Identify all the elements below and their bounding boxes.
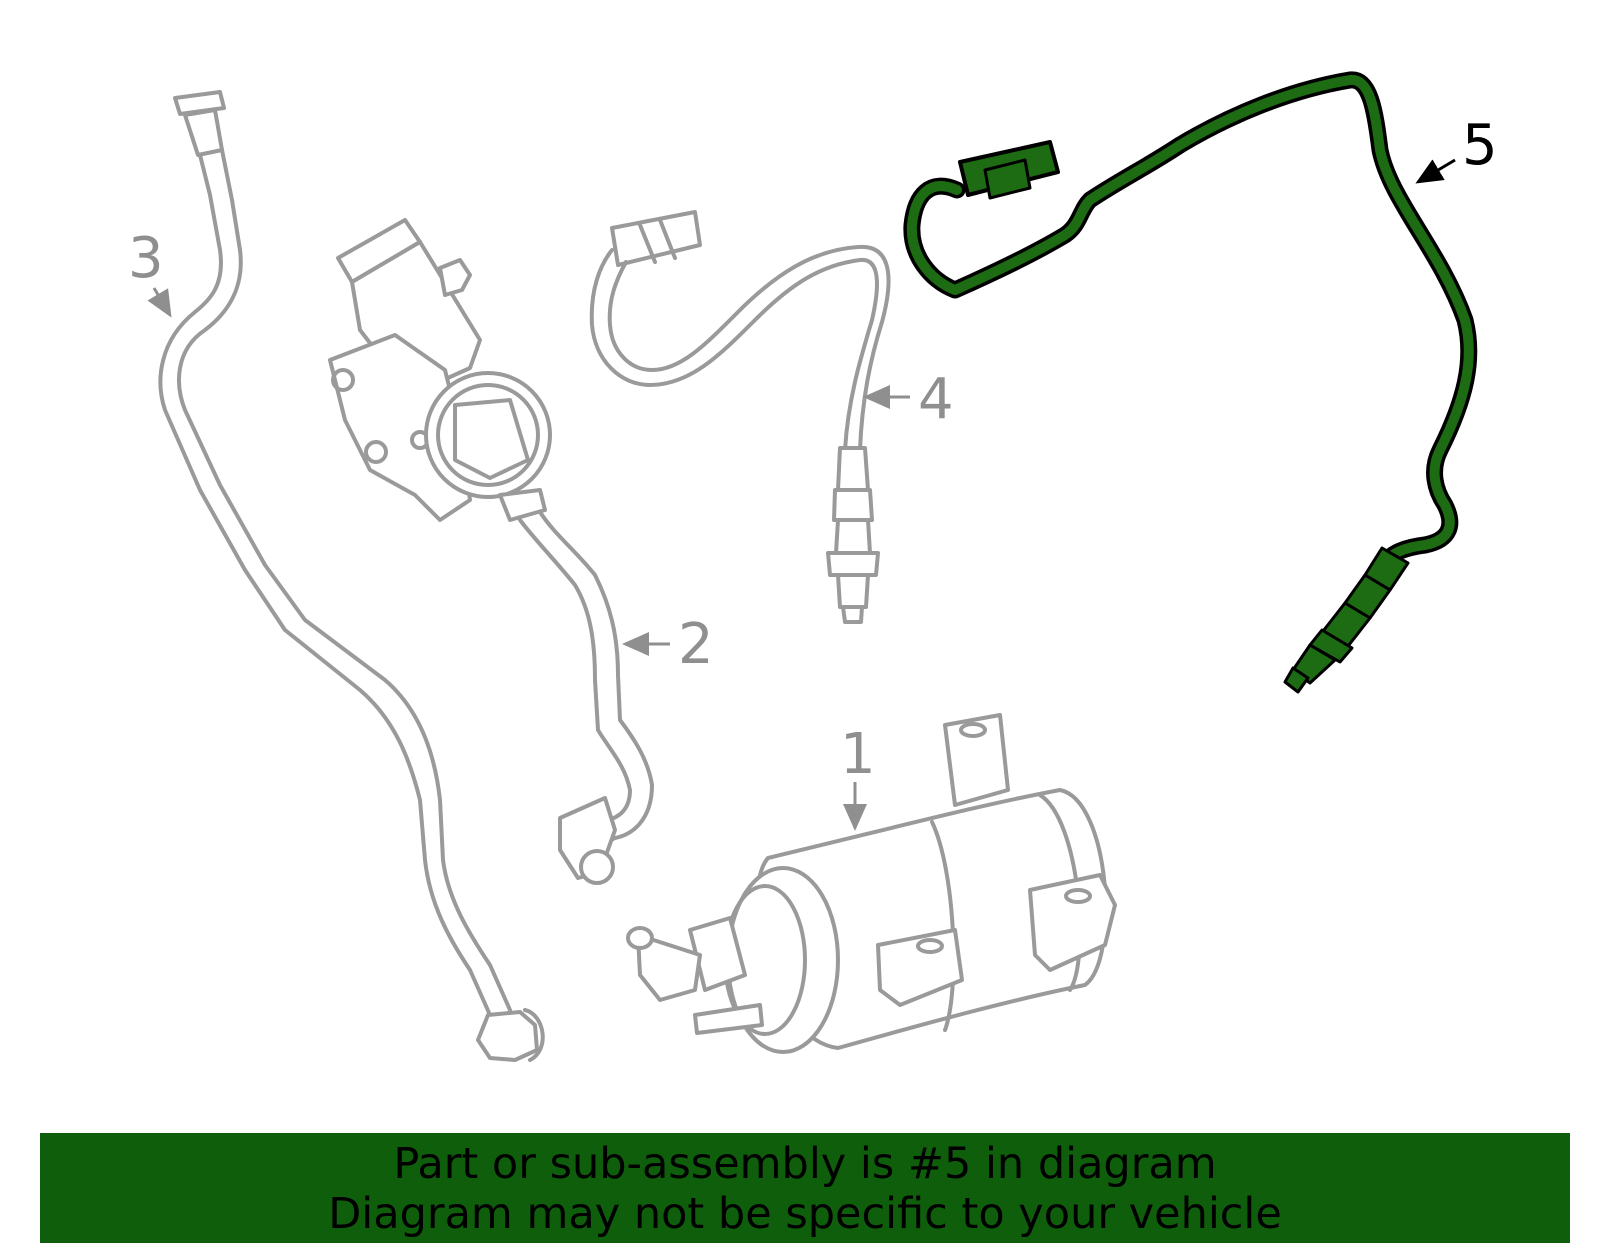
banner-line-2: Diagram may not be specific to your vehi… xyxy=(328,1189,1282,1239)
callout-number-3: 3 xyxy=(128,226,164,291)
info-banner: Part or sub-assembly is #5 in diagram Di… xyxy=(40,1133,1570,1243)
callout-number-2: 2 xyxy=(678,612,714,677)
part-4-oxygen-sensor xyxy=(589,210,891,624)
part-2-purge-valve xyxy=(328,218,654,885)
part-1-canister xyxy=(626,713,1117,1054)
part-3-vent-hose xyxy=(158,90,545,1062)
callout-3-arrow xyxy=(147,287,172,318)
part-5-oxygen-sensor-highlighted[interactable] xyxy=(903,71,1478,694)
callout-number-1: 1 xyxy=(840,722,876,787)
callout-number-5: 5 xyxy=(1462,113,1498,178)
callout-5-arrow xyxy=(1415,158,1456,184)
banner-line-1: Part or sub-assembly is #5 in diagram xyxy=(393,1139,1217,1189)
callout-number-4: 4 xyxy=(918,367,954,432)
